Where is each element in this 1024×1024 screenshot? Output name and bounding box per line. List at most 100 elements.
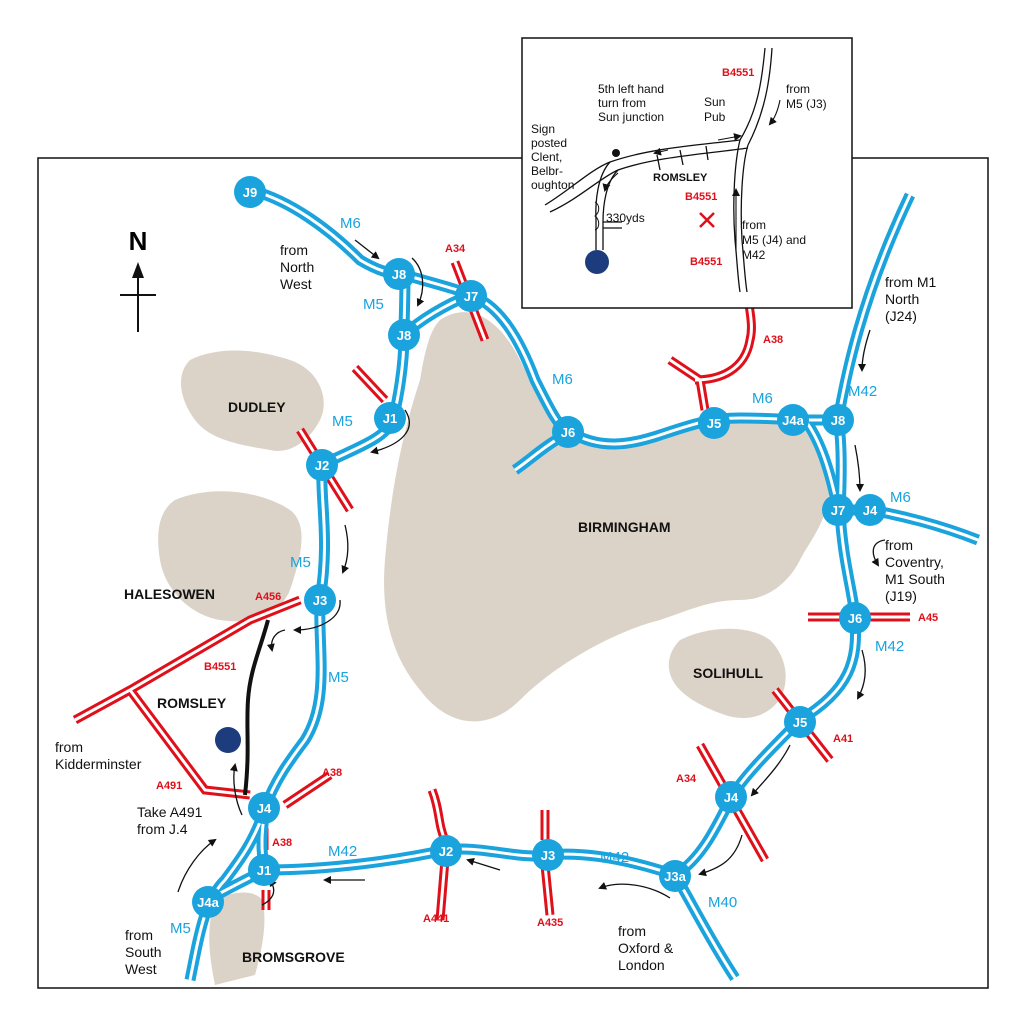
place-birmingham: BIRMINGHAM [578,519,671,535]
label-m6-east: M6 [752,390,773,407]
label-m42-j6: M42 [875,638,904,655]
label-m6-j4: M6 [890,489,911,506]
inset-frame [521,37,853,309]
bromsgrove-area [209,892,265,985]
junction-j6m42: J6 [839,602,871,634]
label-m5-sw: M5 [170,920,191,937]
junction-j4m42: J4 [715,781,747,813]
direction-arrows [177,239,886,906]
junction-j4m5: J4 [248,792,280,824]
svg-text:J8: J8 [392,267,406,282]
b4551-road [243,619,270,796]
junction-j4a: J4a [192,886,224,918]
label-a38-j4: A38 [322,767,342,779]
label-a491: A491 [156,780,182,792]
svg-text:J4a: J4a [782,413,804,428]
svg-text:J6: J6 [561,425,575,440]
label-a41: A41 [833,733,853,745]
junction-j7m42: J7 [822,494,854,526]
svg-text:J8: J8 [397,328,411,343]
svg-text:J3: J3 [313,593,327,608]
svg-text:J1: J1 [257,863,271,878]
svg-text:J2: J2 [315,458,329,473]
label-a38-j1: A38 [272,837,292,849]
label-m6-nw: M6 [340,215,361,232]
birmingham-area [384,312,830,722]
junction-j1m42: J1 [248,854,280,886]
label-m42-ne: M42 [848,383,877,400]
junction-j3a: J3a [659,860,691,892]
svg-text:J8: J8 [831,413,845,428]
label-a34-n: A34 [445,243,466,255]
place-solihull: SOLIHULL [693,665,763,681]
junction-j8m42: J8 [822,404,854,436]
place-labels: DUDLEY HALESOWEN ROMSLEY BIRMINGHAM SOLI… [124,399,763,965]
svg-text:J7: J7 [831,503,845,518]
junction-j5m6: J5 [698,407,730,439]
svg-text:J4: J4 [257,801,272,816]
inset-b4551-top: B4551 [722,67,754,79]
junction-j6m6: J6 [552,416,584,448]
junction-j8b: J8 [388,319,420,351]
svg-text:J3a: J3a [664,869,686,884]
label-m40: M40 [708,894,737,911]
junction-j2m42: J2 [430,835,462,867]
svg-text:J7: J7 [464,289,478,304]
label-a441: A441 [423,913,449,925]
label-m6-mid: M6 [552,371,573,388]
junction-j1m5: J1 [374,402,406,434]
svg-text:J9: J9 [243,185,257,200]
svg-text:J4a: J4a [197,895,219,910]
svg-text:J5: J5 [793,715,807,730]
label-a38-n: A38 [763,334,783,346]
label-a435: A435 [537,917,563,929]
label-m5-mid: M5 [290,554,311,571]
junction-j3m42: J3 [532,839,564,871]
inset-b4551-mid: B4551 [685,191,717,203]
label-b4551: B4551 [204,661,236,673]
place-halesowen: HALESOWEN [124,586,215,602]
label-m5-low: M5 [328,669,349,686]
junction-j9: J9 [234,176,266,208]
junction-j4am6: J4a [777,404,809,436]
svg-text:J6: J6 [848,611,862,626]
place-romsley: ROMSLEY [157,695,227,711]
place-bromsgrove: BROMSGROVE [242,949,345,965]
north-label: N [129,226,148,256]
svg-text:J2: J2 [439,844,453,859]
label-m42-s1: M42 [328,843,357,860]
junction-j3m5: J3 [304,584,336,616]
junction-j5m42: J5 [784,706,816,738]
north-arrow: N [120,226,156,332]
label-m42-s2: M42 [600,849,629,866]
label-m5-j1: M5 [332,413,353,430]
junction-j2m5: J2 [306,449,338,481]
urban-areas [158,312,830,985]
label-m5-top: M5 [363,296,384,313]
label-a34-s: A34 [676,773,697,785]
a-road-labels: A34 A38 A456 B4551 A491 A38 A38 A45 A41 … [156,243,938,929]
motorway-labels: M6 M5 M5 M5 M5 M5 M6 M6 M6 M42 M42 M42 M… [170,215,911,937]
label-a45: A45 [918,612,938,624]
junction-j7: J7 [455,280,487,312]
label-a456: A456 [255,591,281,603]
junction-j4m6: J4 [854,494,886,526]
place-dudley: DUDLEY [228,399,286,415]
junction-j8a: J8 [383,258,415,290]
inset-b4551-bottom: B4551 [690,256,722,268]
inset-romsley: ROMSLEY [653,172,708,184]
svg-text:J4: J4 [863,503,878,518]
